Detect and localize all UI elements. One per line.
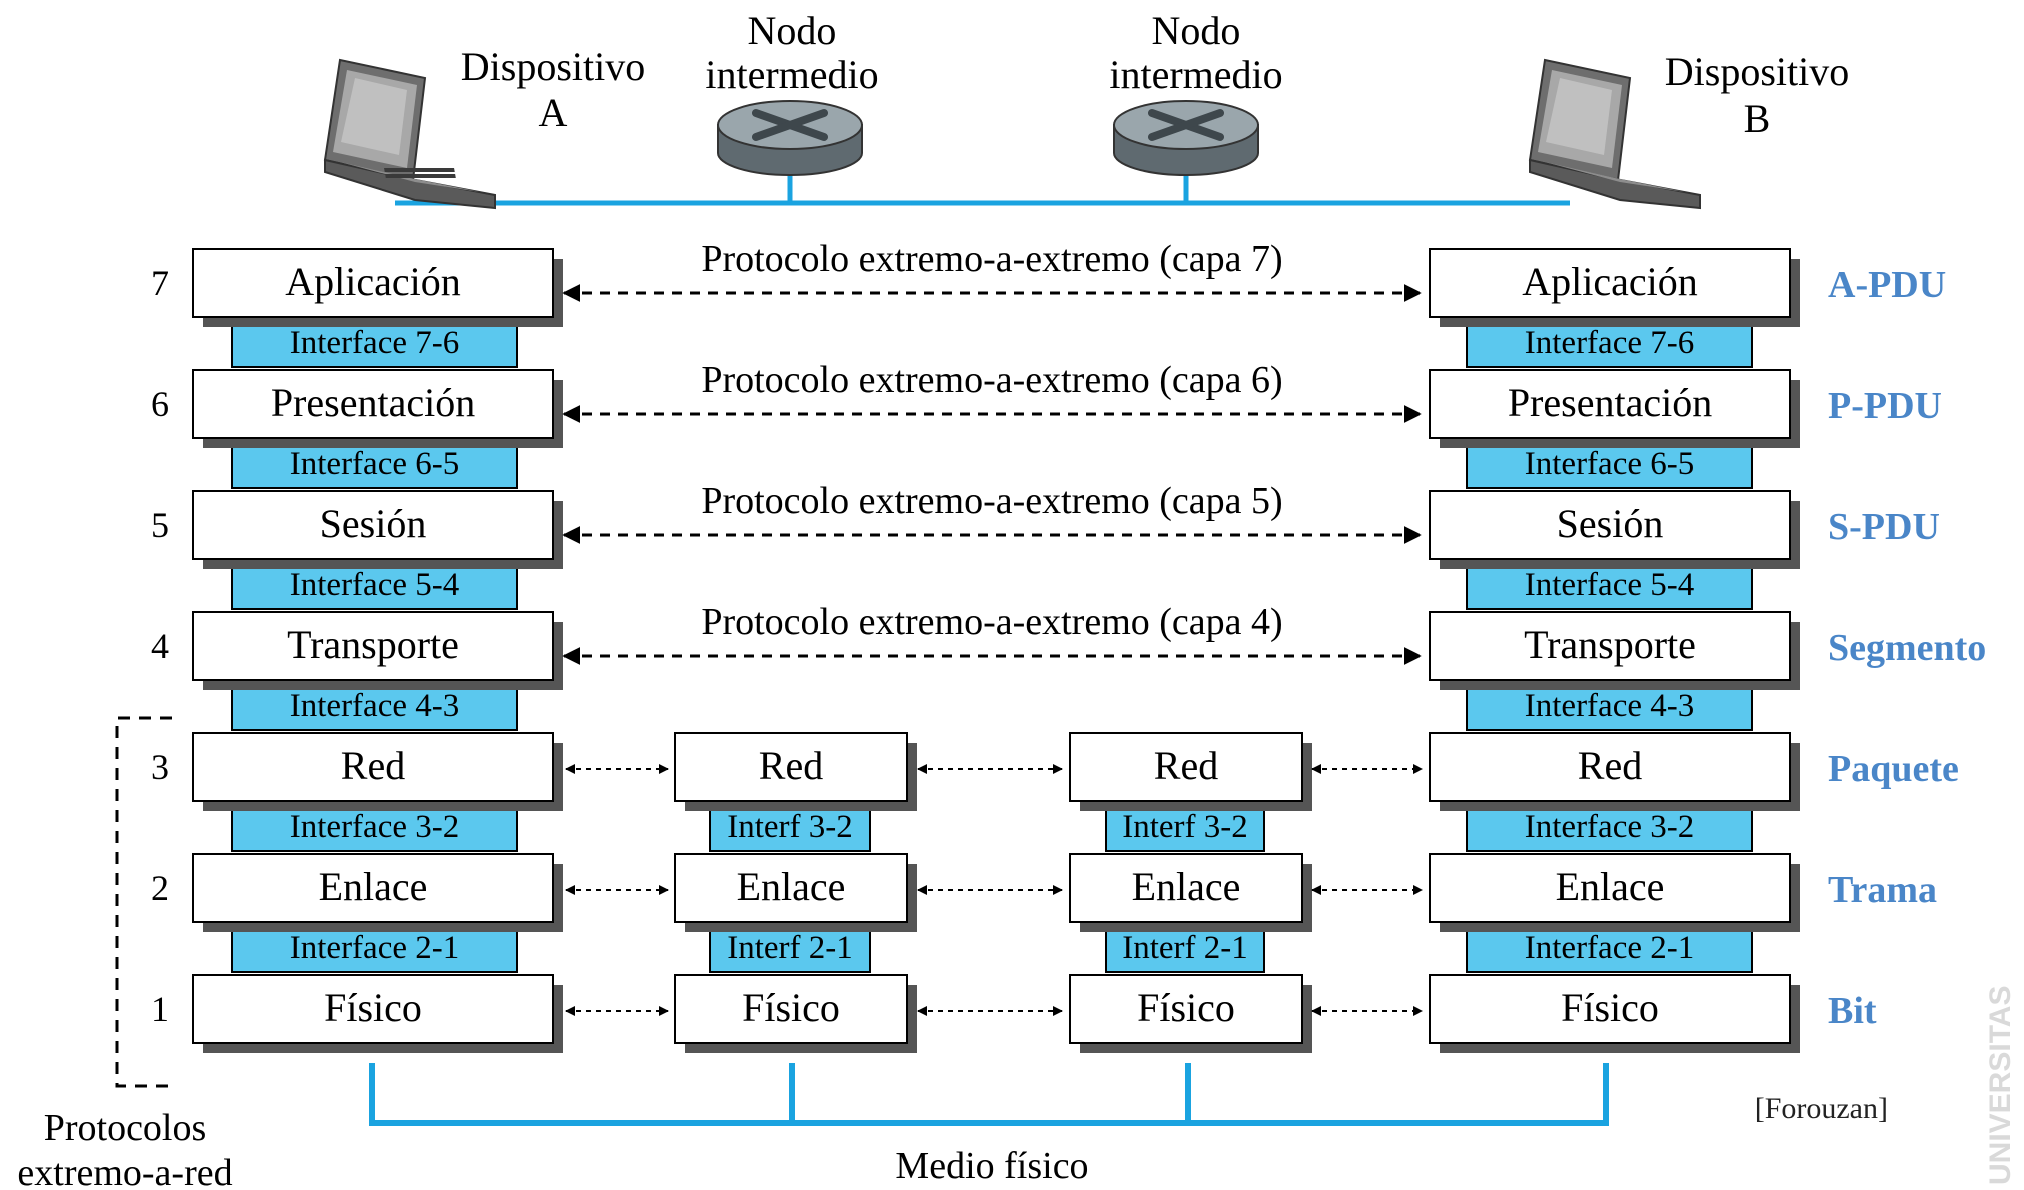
layer-number: 7 [151, 263, 169, 303]
pdu-label: Paquete [1828, 748, 1959, 790]
layer-box [192, 611, 554, 681]
interface-label: Interf 3-2 [1122, 809, 1248, 845]
layer-number: 2 [151, 868, 169, 908]
pdu-label: S-PDU [1828, 506, 1940, 548]
layer-label: Presentación [271, 380, 475, 425]
interface-label: Interface 7-6 [1525, 325, 1694, 361]
laptop-icon [323, 58, 496, 210]
interface-label: Interface 4-3 [290, 688, 459, 724]
pdu-label: Bit [1828, 990, 1877, 1032]
node-1-sublabel: intermedio [705, 52, 878, 97]
physical-medium-line [369, 1063, 1609, 1126]
device-b-label: Dispositivo [1665, 49, 1849, 94]
layer-box [1429, 611, 1791, 681]
protocolos-sublabel: extremo-a-red [17, 1152, 232, 1190]
layer-box [192, 853, 554, 923]
interface-label: Interface 6-5 [1525, 446, 1694, 482]
layer-number: 4 [151, 626, 169, 666]
device-a-label: Dispositivo [461, 44, 645, 89]
pdu-label: A-PDU [1828, 264, 1946, 306]
layer-label: Físico [742, 985, 840, 1030]
interface-label: Interface 4-3 [1525, 688, 1694, 724]
interface-label: Interface 2-1 [1525, 930, 1694, 966]
layer-label: Red [1578, 743, 1642, 788]
layer-label: Red [1154, 743, 1218, 788]
layer-label: Enlace [1132, 864, 1241, 909]
layer-label: Físico [1561, 985, 1659, 1030]
node-1-label: Nodo [748, 8, 837, 53]
layer-label: Enlace [1556, 864, 1665, 909]
layer-box [1429, 732, 1791, 802]
layer-number: 6 [151, 384, 169, 424]
layer-box [1069, 853, 1303, 923]
protocolos-label: Protocolos [44, 1107, 207, 1149]
layer-box [1429, 974, 1791, 1044]
layer-label: Transporte [287, 622, 459, 667]
medio-fisico-label: Medio físico [895, 1145, 1088, 1187]
layer-box [192, 490, 554, 560]
layer-box [1429, 369, 1791, 439]
pdu-label: Segmento [1828, 627, 1986, 669]
node-2-sublabel: intermedio [1109, 52, 1282, 97]
protocol-label: Protocolo extremo-a-extremo (capa 5) [701, 480, 1282, 522]
interface-label: Interface 6-5 [290, 446, 459, 482]
layer-box [674, 853, 908, 923]
layer-box [1429, 248, 1791, 318]
layer-box [674, 732, 908, 802]
layer-number: 1 [151, 989, 169, 1029]
layer-box [192, 248, 554, 318]
router-icon [1113, 100, 1259, 176]
layer-label: Enlace [319, 864, 428, 909]
layer-number: 3 [151, 747, 169, 787]
device-a-letter: A [539, 90, 568, 135]
layer-box [192, 732, 554, 802]
interface-label: Interface 3-2 [1525, 809, 1694, 845]
interface-label: Interface 7-6 [290, 325, 459, 361]
interface-label: Interface 3-2 [290, 809, 459, 845]
router-icon [717, 100, 863, 176]
layer-label: Presentación [1508, 380, 1712, 425]
node-2-label: Nodo [1152, 8, 1241, 53]
interface-label: Interface 2-1 [290, 930, 459, 966]
layer-label: Sesión [1557, 501, 1664, 546]
pdu-label: Trama [1828, 869, 1937, 911]
interface-label: Interf 2-1 [727, 930, 853, 966]
layer-label: Sesión [320, 501, 427, 546]
layer-label: Aplicación [1522, 259, 1698, 304]
device-b-letter: B [1744, 96, 1771, 141]
protocol-bracket [115, 716, 172, 1088]
laptop-icon [1528, 58, 1701, 210]
interface-label: Interface 5-4 [290, 567, 459, 603]
protocol-label: Protocolo extremo-a-extremo (capa 6) [701, 359, 1282, 401]
top-network-line [395, 175, 1570, 206]
credit-label: [Forouzan] [1755, 1092, 1888, 1125]
layer-label: Aplicación [285, 259, 461, 304]
protocol-label: Protocolo extremo-a-extremo (capa 7) [701, 238, 1282, 280]
layer-box [1069, 974, 1303, 1044]
layer-label: Transporte [1524, 622, 1696, 667]
layer-label: Red [759, 743, 823, 788]
interface-label: Interf 2-1 [1122, 930, 1248, 966]
layer-box [674, 974, 908, 1044]
layer-box [1069, 732, 1303, 802]
protocol-label: Protocolo extremo-a-extremo (capa 4) [701, 601, 1282, 643]
layer-label: Físico [324, 985, 422, 1030]
interface-label: Interf 3-2 [727, 809, 853, 845]
layer-number: 5 [151, 505, 169, 545]
layer-box [1429, 490, 1791, 560]
layer-label: Físico [1137, 985, 1235, 1030]
pdu-label: P-PDU [1828, 385, 1942, 427]
layer-box [192, 974, 554, 1044]
layer-label: Enlace [737, 864, 846, 909]
layer-label: Red [341, 743, 405, 788]
layer-box [192, 369, 554, 439]
layer-box [1429, 853, 1791, 923]
watermark: UNIVERSITAS [1984, 986, 2017, 1185]
interface-label: Interface 5-4 [1525, 567, 1694, 603]
